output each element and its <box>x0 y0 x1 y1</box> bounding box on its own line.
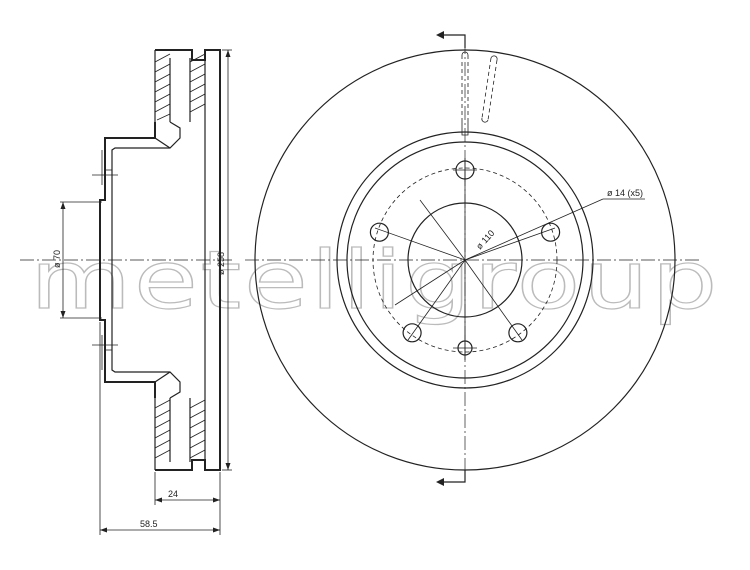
vent-hatch-bottom <box>154 399 206 459</box>
dim-total-height: 58.5 <box>99 322 221 535</box>
friction-ring-inner <box>336 131 594 389</box>
dim-disc-thickness-label: 24 <box>168 489 178 499</box>
dim-outer-diameter-label: ø 258 <box>216 252 226 275</box>
hat-profile-top <box>99 122 156 398</box>
bolt-hole <box>369 222 389 242</box>
hat-inner-profile <box>111 121 181 399</box>
hat-outer-circle <box>346 141 584 379</box>
dim-disc-thickness: 24 <box>154 472 221 505</box>
leader-hole-size <box>464 198 604 261</box>
dim-hub-diameter-label: ø 70 <box>52 250 62 268</box>
dim-outer-diameter: ø 258 <box>216 49 232 471</box>
vent-hatch-top <box>154 53 206 121</box>
dim-total-height-label: 58.5 <box>140 519 158 529</box>
bolt-hole <box>402 323 422 343</box>
bolt-hole <box>508 323 528 343</box>
bolt-hole <box>540 222 561 242</box>
watermark-text: metelligroup <box>30 234 720 327</box>
front-view: ø 14 (x5) ø 110 <box>245 31 700 486</box>
hat-hidden-circle <box>372 167 558 353</box>
section-marker-top <box>443 34 466 48</box>
disc-outer-circle <box>254 49 676 471</box>
radial-lines <box>374 160 556 355</box>
section-marker-bottom <box>443 470 466 483</box>
side-view: ø 70 ø 258 24 58.5 <box>20 49 235 535</box>
dim-hub-diameter: ø 70 <box>52 201 102 319</box>
disc-outline-top <box>155 49 221 260</box>
dim-hole-size-label: ø 14 (x5) <box>607 188 643 198</box>
wear-indicators <box>461 51 498 136</box>
